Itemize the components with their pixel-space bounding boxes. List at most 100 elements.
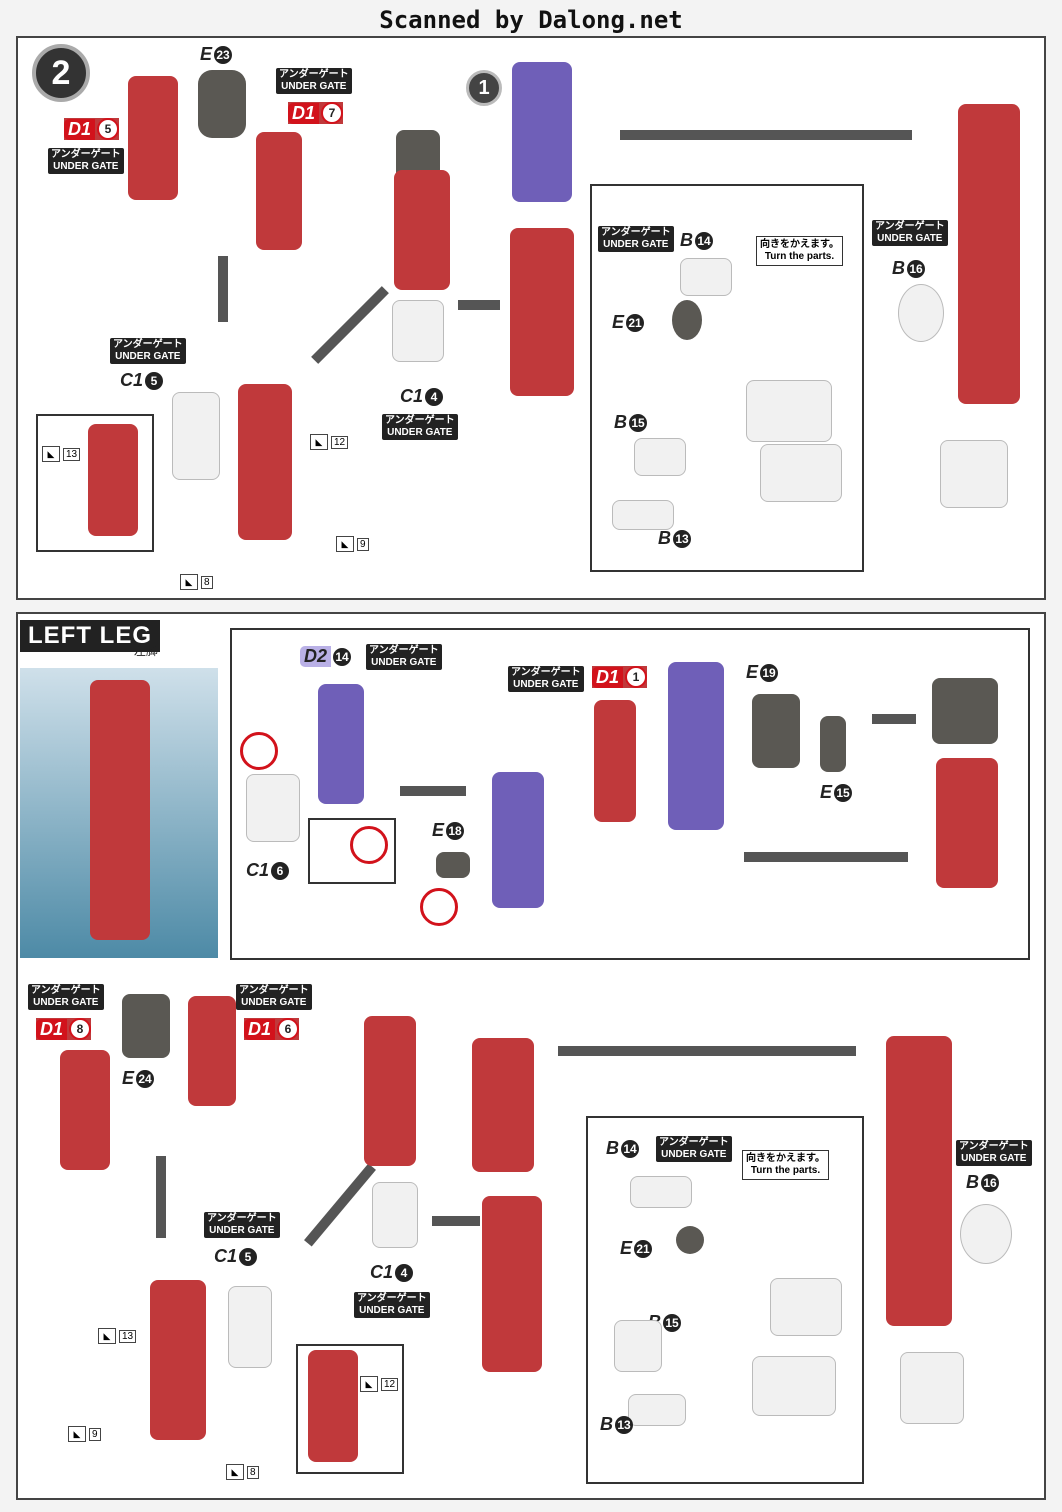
arrow-down xyxy=(218,256,228,322)
part-c15 xyxy=(172,392,220,480)
gate-mark-13: ◣13 xyxy=(42,446,81,462)
part-b14 xyxy=(630,1176,692,1208)
part-upper xyxy=(512,62,572,202)
turn-parts-note: 向きをかえます。Turn the parts. xyxy=(742,1150,829,1180)
gate-mark-8: ◣8 xyxy=(180,574,213,590)
arrow-right xyxy=(458,300,500,310)
part-d16 xyxy=(188,996,236,1106)
part-foot-b xyxy=(760,444,842,502)
part-lower xyxy=(482,1196,542,1372)
arrow-right xyxy=(400,786,466,796)
part-upper xyxy=(472,1038,534,1172)
section-title: LEFT LEG xyxy=(20,620,160,652)
part-foot xyxy=(770,1278,842,1336)
part-leg-assembly xyxy=(238,384,292,540)
no-cut-icon xyxy=(350,826,388,864)
part-b13 xyxy=(612,500,674,530)
inset-part xyxy=(88,424,138,536)
part-e18 xyxy=(436,852,470,878)
part-d214 xyxy=(318,684,364,804)
arrow-right-long xyxy=(620,130,912,140)
assembled-leg xyxy=(958,104,1020,404)
part-knee-grey xyxy=(932,678,998,744)
part-thigh xyxy=(394,170,450,290)
part-b16 xyxy=(898,284,944,342)
no-cut-icon xyxy=(240,732,278,770)
part-c14 xyxy=(392,300,444,362)
arrow-right-long xyxy=(558,1046,856,1056)
part-thigh xyxy=(364,1016,416,1166)
part-b15 xyxy=(634,438,686,476)
part-e19 xyxy=(752,694,800,768)
part-d11 xyxy=(594,700,636,822)
assembled-foot xyxy=(940,440,1008,508)
part-e21 xyxy=(676,1226,704,1254)
gate-mark-12: ◣12 xyxy=(310,434,349,450)
part-e23 xyxy=(198,70,246,138)
inset-part xyxy=(308,1350,358,1462)
part-knee-red xyxy=(936,758,998,888)
gate-mark-9: ◣9 xyxy=(336,536,369,552)
part-foot xyxy=(746,380,832,442)
section-subtitle: 左脚 xyxy=(134,644,159,658)
part-foot-b xyxy=(752,1356,836,1416)
photo-leg xyxy=(90,680,150,940)
no-cut-icon xyxy=(420,888,458,926)
part-e15 xyxy=(820,716,846,772)
part-c15 xyxy=(228,1286,272,1368)
arrow-down xyxy=(156,1156,166,1238)
part-b14 xyxy=(680,258,732,296)
gate-mark-12: ◣12 xyxy=(360,1376,399,1392)
gate-mark-8: ◣8 xyxy=(226,1464,259,1480)
part-leg-assembly xyxy=(150,1280,206,1440)
arrow-right xyxy=(744,852,908,862)
part-b13 xyxy=(628,1394,686,1426)
assembled-foot xyxy=(900,1352,964,1424)
step-number: 2 xyxy=(32,44,90,102)
substep-number: 1 xyxy=(466,70,502,106)
part-d15 xyxy=(128,76,178,200)
arrow-right xyxy=(872,714,916,724)
part-e21 xyxy=(672,300,702,340)
part-b16 xyxy=(960,1204,1012,1264)
watermark: Scanned by Dalong.net xyxy=(379,6,683,34)
part-c16 xyxy=(246,774,300,842)
gate-mark-13: ◣13 xyxy=(98,1328,137,1344)
